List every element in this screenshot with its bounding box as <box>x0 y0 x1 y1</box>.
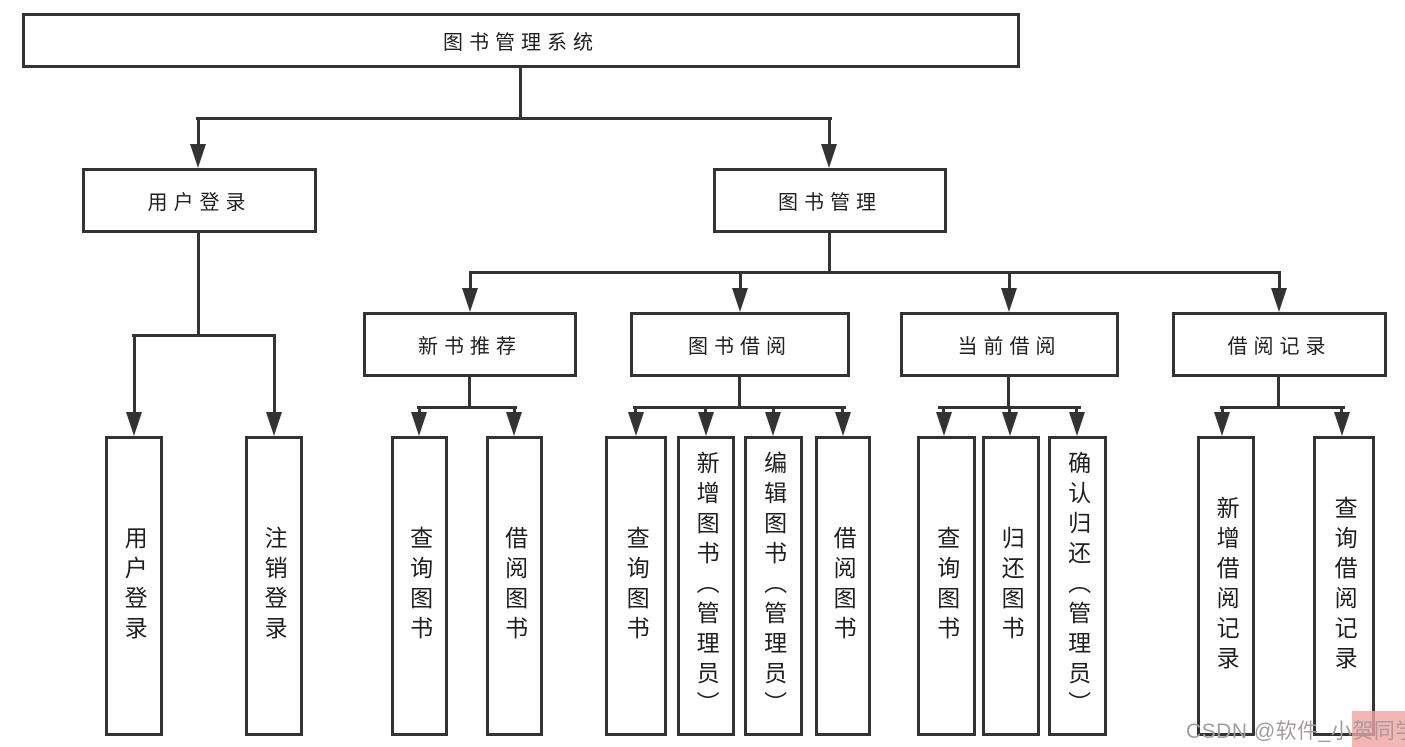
connector-line <box>1075 406 1078 415</box>
connector-arrow-down <box>266 412 282 436</box>
connector-arrow-down <box>190 144 206 168</box>
node-borrowing-records: 借阅记录 <box>1172 312 1387 377</box>
connector-line <box>519 67 522 119</box>
node-leaf-borrow-book-recommendation: 借阅图书 <box>486 436 543 736</box>
leaf-label: 借阅图书 <box>501 526 528 646</box>
leaf-label: 注销登录 <box>261 526 288 646</box>
connector-line <box>196 117 832 120</box>
node-leaf-confirm-return-admin: 确认归还（管理员） <box>1048 436 1107 736</box>
node-current-borrowing: 当前借阅 <box>900 312 1119 377</box>
leaf-label: 确认归还（管理员） <box>1064 451 1091 721</box>
connector-line <box>1340 406 1343 415</box>
connector-line <box>513 406 516 415</box>
connector-arrow-down <box>1271 288 1287 312</box>
connector-arrow-down <box>821 144 837 168</box>
leaf-label: 用户登录 <box>121 526 148 646</box>
connector-line <box>841 406 844 415</box>
connector-line <box>197 233 200 337</box>
connector-arrow-down <box>1001 288 1017 312</box>
connector-arrow-down <box>698 412 714 436</box>
connector-arrow-down <box>126 412 142 436</box>
connector-line <box>468 377 471 408</box>
connector-line <box>1277 377 1280 408</box>
node-leaf-query-book-borrowing: 查询图书 <box>605 436 667 736</box>
node-user-login: 用户登录 <box>82 168 317 233</box>
leaf-label: 查询图书 <box>623 526 650 646</box>
node-leaf-add-book-admin: 新增图书（管理员） <box>677 436 735 736</box>
connector-arrow-down <box>1069 412 1085 436</box>
leaf-label: 编辑图书（管理员） <box>760 451 787 721</box>
node-leaf-borrow-book: 借阅图书 <box>815 436 871 736</box>
watermark-accent-block <box>1352 711 1405 747</box>
connector-line <box>133 334 136 416</box>
connector-arrow-down <box>411 412 427 436</box>
connector-line <box>704 406 707 415</box>
connector-arrow-down <box>462 288 478 312</box>
connector-line <box>942 406 945 415</box>
connector-line <box>634 406 637 415</box>
connector-arrow-down <box>732 288 748 312</box>
leaf-label: 新增图书（管理员） <box>693 451 720 721</box>
node-leaf-edit-book-admin: 编辑图书（管理员） <box>744 436 803 736</box>
node-leaf-return-book: 归还图书 <box>982 436 1040 736</box>
watermark: CSDN @软件_小贺同学 <box>1186 720 1405 743</box>
connector-line <box>1007 377 1010 408</box>
connector-line <box>828 117 831 147</box>
leaf-label: 借阅图书 <box>830 526 857 646</box>
leaf-label: 归还图书 <box>998 526 1025 646</box>
connector-arrow-down <box>506 412 522 436</box>
node-leaf-add-borrow-record: 新增借阅记录 <box>1197 436 1255 736</box>
connector-arrow-down <box>1334 412 1350 436</box>
connector-line <box>1008 271 1011 291</box>
node-book-borrowing: 图书借阅 <box>630 312 850 377</box>
connector-line <box>1278 271 1281 291</box>
connector-line <box>772 406 775 415</box>
connector-arrow-down <box>835 412 851 436</box>
connector-line <box>828 233 831 274</box>
leaf-label: 查询借阅记录 <box>1331 496 1358 676</box>
connector-line <box>469 271 1281 274</box>
node-leaf-logout: 注销登录 <box>245 436 303 736</box>
connector-line <box>469 271 472 291</box>
connector-line <box>1221 406 1224 415</box>
node-book-management: 图书管理 <box>713 168 947 233</box>
connector-line <box>273 334 276 416</box>
connector-line <box>738 377 741 408</box>
connector-arrow-down <box>1214 412 1230 436</box>
connector-line <box>418 406 421 415</box>
connector-line <box>739 271 742 291</box>
connector-line <box>197 117 200 147</box>
leaf-label: 查询图书 <box>933 526 960 646</box>
connector-arrow-down <box>936 412 952 436</box>
node-leaf-query-book-recommendation: 查询图书 <box>391 436 448 736</box>
connector-line <box>633 406 846 409</box>
node-new-book-recommendation: 新书推荐 <box>363 312 577 377</box>
connector-line <box>1220 406 1345 409</box>
connector-arrow-down <box>1002 412 1018 436</box>
leaf-label: 查询图书 <box>406 526 433 646</box>
node-leaf-user-login: 用户登录 <box>105 436 163 736</box>
node-leaf-query-borrow-record: 查询借阅记录 <box>1313 436 1375 736</box>
connector-line <box>417 406 517 409</box>
leaf-label: 新增借阅记录 <box>1213 496 1240 676</box>
connector-arrow-down <box>765 412 781 436</box>
connector-line <box>132 334 276 337</box>
connector-line <box>1008 406 1011 415</box>
node-library-management-system: 图书管理系统 <box>22 13 1020 68</box>
node-leaf-query-book-current: 查询图书 <box>917 436 976 736</box>
connector-arrow-down <box>628 412 644 436</box>
